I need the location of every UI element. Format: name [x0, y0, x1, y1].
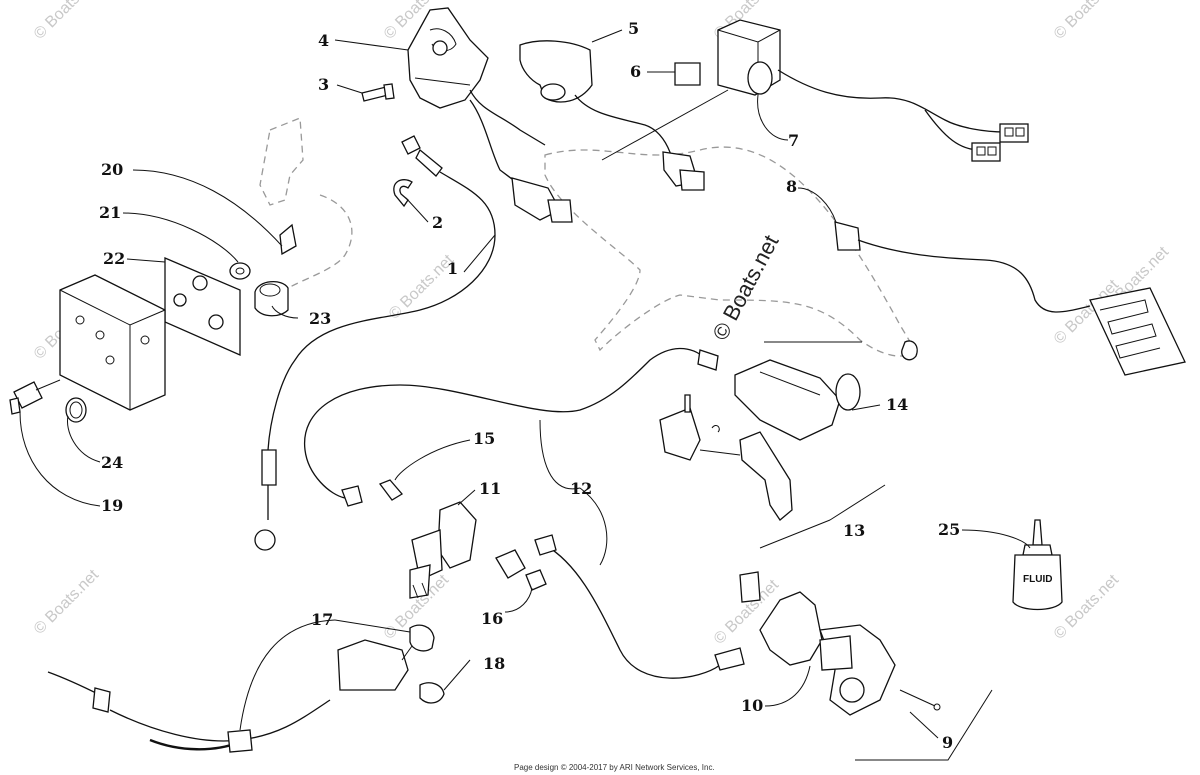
hand-grip [519, 40, 705, 191]
callout-5: 5 [628, 19, 639, 38]
callout-11: 11 [479, 479, 501, 498]
callout-15: 15 [473, 429, 495, 448]
callout-1: 1 [447, 259, 458, 278]
bracket-lines [759, 484, 993, 761]
callout-3: 3 [318, 75, 329, 94]
callout-19: 19 [101, 496, 123, 515]
callout-2: 2 [432, 213, 443, 232]
leader-lines [19, 29, 1031, 739]
callout-17: 17 [311, 610, 333, 629]
housing-assembly [9, 223, 297, 423]
callout-23: 23 [309, 309, 331, 328]
throttle-housing [407, 7, 573, 223]
brake-line [303, 347, 745, 679]
callout-6: 6 [630, 62, 641, 81]
thumb-heater [834, 221, 1186, 376]
callout-9: 9 [942, 733, 953, 752]
fluid-bottle: FLUID [1012, 519, 1063, 611]
callout-21: 21 [99, 203, 121, 222]
screw [361, 83, 395, 102]
callout-25: 25 [938, 520, 960, 539]
callout-7: 7 [788, 131, 799, 150]
callout-8: 8 [786, 177, 797, 196]
brake-caliper [739, 571, 941, 716]
callout-12: 12 [570, 479, 592, 498]
callout-20: 20 [101, 160, 123, 179]
callout-4: 4 [318, 31, 329, 50]
switch-housing [674, 19, 1029, 162]
callout-22: 22 [103, 249, 125, 268]
watermark: © Boats.net [1051, 0, 1123, 43]
brake-switch [378, 479, 547, 599]
brake-lever-assembly [659, 341, 862, 521]
handlebar-outline [259, 117, 918, 361]
page-footer: Page design © 2004-2017 by ARI Network S… [514, 763, 715, 772]
fluid-bottle-label: FLUID [1023, 574, 1052, 585]
callout-10: 10 [741, 696, 763, 715]
throttle-cable [254, 135, 496, 551]
watermark-center: © Boats.net [707, 231, 783, 345]
callout-16: 16 [481, 609, 503, 628]
parking-brake-cable [47, 624, 445, 753]
watermark: © Boats.net [31, 566, 103, 638]
callout-18: 18 [483, 654, 505, 673]
e-clip [393, 179, 413, 208]
callout-13: 13 [843, 521, 865, 540]
watermark: © Boats.net [31, 0, 103, 43]
callout-14: 14 [886, 395, 908, 414]
callout-24: 24 [101, 453, 123, 472]
callout-labels: 1 2 3 4 5 6 7 8 9 10 11 12 13 14 15 16 1… [99, 19, 960, 752]
